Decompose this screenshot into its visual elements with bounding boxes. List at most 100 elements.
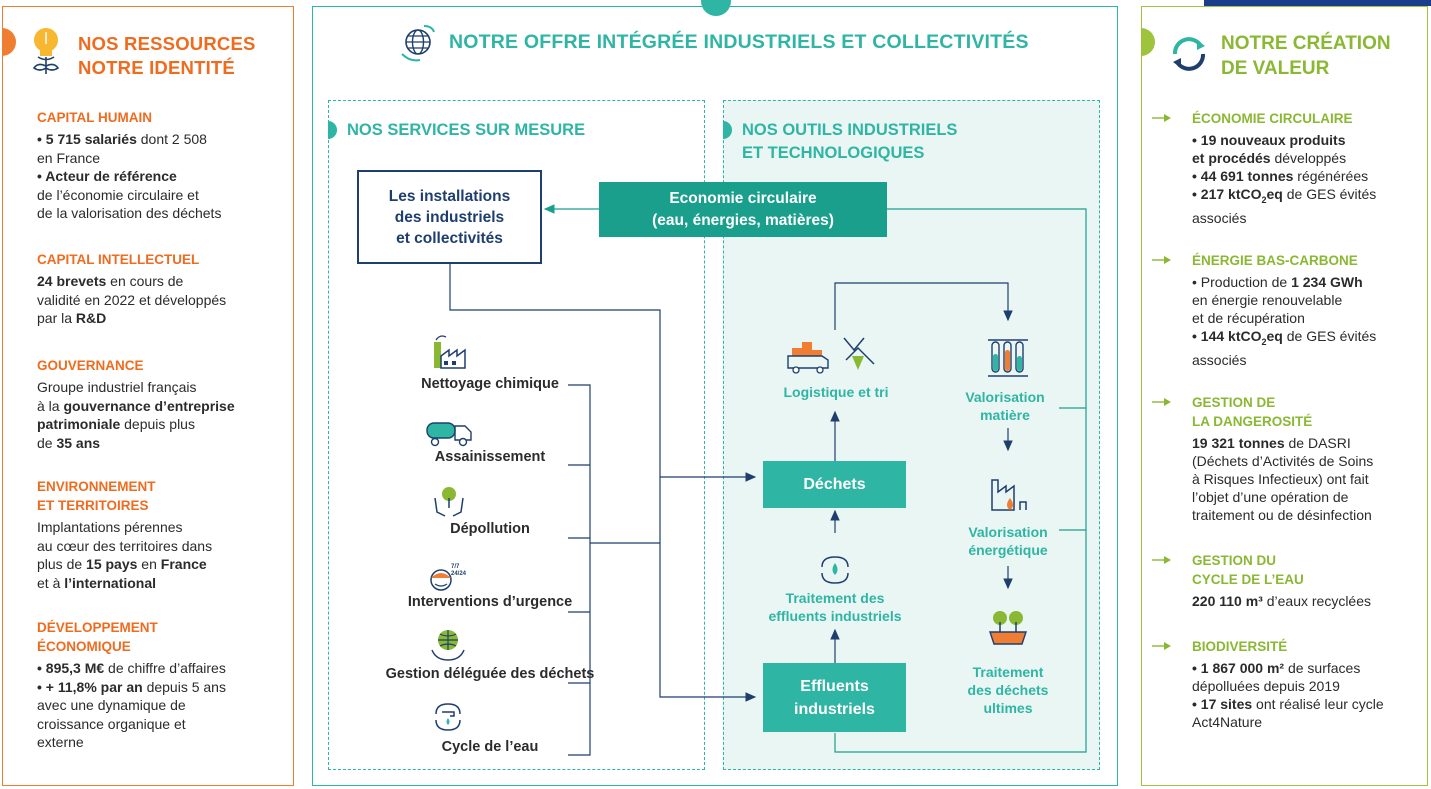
- value-title-line2: DE VALEUR: [1221, 58, 1330, 79]
- offer-title: NOTRE OFFRE INTÉGRÉE INDUSTRIELS ET COLL…: [449, 31, 1029, 53]
- traitement-dechets-line3: ultimes: [983, 700, 1033, 716]
- traitement-effluents-line2: effluents industriels: [768, 608, 902, 624]
- value-line: l’objet d’une opération de: [1192, 489, 1349, 505]
- economie-line2: (eau, énergies, matières): [652, 211, 834, 229]
- offer-top-marker: [701, 0, 731, 16]
- arrow-right-icon: [1152, 642, 1171, 650]
- logistique-tri-label: Logistique et tri: [783, 384, 889, 400]
- value-title-line1: NOTRE CRÉATION: [1221, 33, 1391, 54]
- resource-line: validité en 2022 et développés: [37, 291, 227, 308]
- resource-line: externe: [37, 734, 84, 750]
- valorisation-energetique-line1: Valorisation: [968, 524, 1048, 540]
- resource-line: à la gouvernance d’entreprise: [37, 397, 235, 414]
- value-line: à Risques Infectieux) ont fait: [1192, 471, 1369, 487]
- value-line: • Production de 1 234 GWh: [1192, 274, 1363, 290]
- effluent-treatment-icon: [821, 556, 849, 584]
- value-line: • 19 nouveaux produits: [1192, 132, 1346, 148]
- installations-box: Les installations des industriels et col…: [357, 170, 542, 264]
- recycle-arrows-icon: [1173, 37, 1205, 71]
- value-panel: [1141, 6, 1428, 786]
- corner-decoration: [1204, 0, 1431, 6]
- emergency-worker-icon: 7/7 24/24: [430, 564, 467, 591]
- resources-title-line1: NOS RESSOURCES: [78, 33, 256, 54]
- economie-line1: Economie circulaire: [669, 189, 817, 207]
- resource-line: Implantations pérennes: [37, 519, 183, 535]
- value-line: associés: [1192, 351, 1247, 368]
- value-body: • 19 nouveaux produits et procédés dévelo…: [1192, 131, 1376, 227]
- value-title: NOTRE CRÉATION DE VALEUR: [1221, 31, 1391, 81]
- globe-recycle-icon: [401, 25, 435, 62]
- planter-trees-icon: [989, 611, 1027, 645]
- value-body: 19 321 tonnes de DASRI (Déchets d’Activit…: [1192, 434, 1373, 524]
- effluents-line1: Effluents: [800, 677, 869, 695]
- arrow-right-icon: [1152, 398, 1171, 406]
- lightbulb-icon: [32, 28, 60, 74]
- globe-hands-icon: [431, 630, 465, 661]
- urgence-icon-text-1: 7/7: [451, 564, 460, 570]
- effluents-line2: industriels: [794, 700, 875, 718]
- value-heading: GESTION DU: [1192, 553, 1277, 568]
- value-line: et procédés développés: [1192, 150, 1347, 166]
- value-line: (Déchets d’Activités de Soins: [1192, 453, 1374, 469]
- valorisation-energetique-line2: énergétique: [968, 542, 1048, 558]
- valorisation-energetique-label: Valorisation énergétique: [940, 523, 1076, 559]
- resource-body: • 895,3 M€ de chiffre d’affaires• + 11,8…: [37, 659, 287, 752]
- resource-line: de la valorisation des déchets: [37, 205, 222, 221]
- resource-line: • 895,3 M€ de chiffre d’affaires: [37, 660, 226, 676]
- water-cycle-icon: [435, 703, 461, 731]
- resources-panel: [2, 6, 294, 786]
- resource-line: • Acteur de référence: [37, 168, 177, 184]
- dechets-label: Déchets: [803, 476, 866, 493]
- energy-plant-icon: [991, 479, 1027, 511]
- services-section: [328, 100, 705, 770]
- resource-line: avec une dynamique de: [37, 697, 186, 713]
- service-nettoyage-chimique: Nettoyage chimique: [421, 376, 559, 392]
- value-line: • 144 ktCO2eq de GES évités: [1192, 328, 1377, 347]
- value-heading: BIODIVERSITÉ: [1192, 639, 1288, 654]
- tools-title-line1: NOS OUTILS INDUSTRIELS: [742, 121, 958, 139]
- resource-heading: ÉCONOMIQUE: [37, 639, 131, 654]
- value-line: 19 321 tonnes de DASRI: [1192, 435, 1351, 451]
- resources-tab-marker: [2, 28, 16, 56]
- valorisation-matiere-label: Valorisation matière: [940, 388, 1070, 424]
- economie-circulaire-box: Economie circulaire (eau, énergies, mati…: [599, 182, 887, 237]
- resource-line: de l’économie circulaire et: [37, 186, 199, 203]
- services-title: NOS SERVICES SUR MESURE: [347, 121, 586, 139]
- installations-line3: et collectivités: [396, 229, 503, 247]
- valorisation-matiere-line2: matière: [980, 407, 1030, 423]
- service-assainissement: Assainissement: [434, 449, 546, 465]
- effluents-box: Effluents industriels: [763, 663, 906, 732]
- resource-heading: ET TERRITOIRES: [37, 498, 149, 513]
- resource-heading: CAPITAL INTELLECTUEL: [37, 252, 200, 267]
- value-line: traitement ou de désinfection: [1192, 507, 1372, 523]
- value-line: Act4Nature: [1192, 714, 1263, 730]
- value-tab-marker: [1141, 28, 1155, 56]
- resource-line: • 5 715 salariés dont 2 508: [37, 131, 207, 147]
- arrow-right-icon: [1152, 256, 1171, 264]
- service-cycle-eau: Cycle de l’eau: [441, 739, 539, 755]
- value-line: en énergie renouvelable: [1192, 292, 1343, 308]
- value-heading: GESTION DE: [1192, 395, 1276, 410]
- resource-heading: DÉVELOPPEMENT: [37, 620, 158, 635]
- value-body: • Production de 1 234 GWh en énergie reno…: [1192, 273, 1376, 369]
- resource-line: au cœur des territoires dans: [37, 537, 213, 554]
- dechets-box: Déchets: [763, 461, 906, 508]
- value-line: • 1 867 000 m² de surfaces: [1192, 660, 1361, 676]
- tools-title-line2: ET TECHNOLOGIQUES: [742, 144, 925, 162]
- resource-line: plus de 15 pays en France: [37, 556, 207, 572]
- value-heading: CYCLE DE L’EAU: [1192, 572, 1304, 587]
- resource-heading: ENVIRONNEMENT: [37, 479, 156, 494]
- installations-line2: des industriels: [394, 208, 505, 226]
- value-line: • 17 sites ont réalisé leur cycle: [1192, 696, 1384, 712]
- resource-body: Implantations pérennes au cœur des territ…: [37, 518, 287, 592]
- resource-heading: GOUVERNANCE: [37, 358, 144, 373]
- service-depollution: Dépollution: [450, 521, 530, 537]
- resources-title-line2: NOTRE IDENTITÉ: [78, 57, 235, 78]
- value-line: 220 110 m³ d’eaux recyclées: [1192, 593, 1372, 609]
- resource-heading: CAPITAL HUMAIN: [37, 110, 152, 125]
- traitement-effluents-line1: Traitement des: [785, 590, 885, 606]
